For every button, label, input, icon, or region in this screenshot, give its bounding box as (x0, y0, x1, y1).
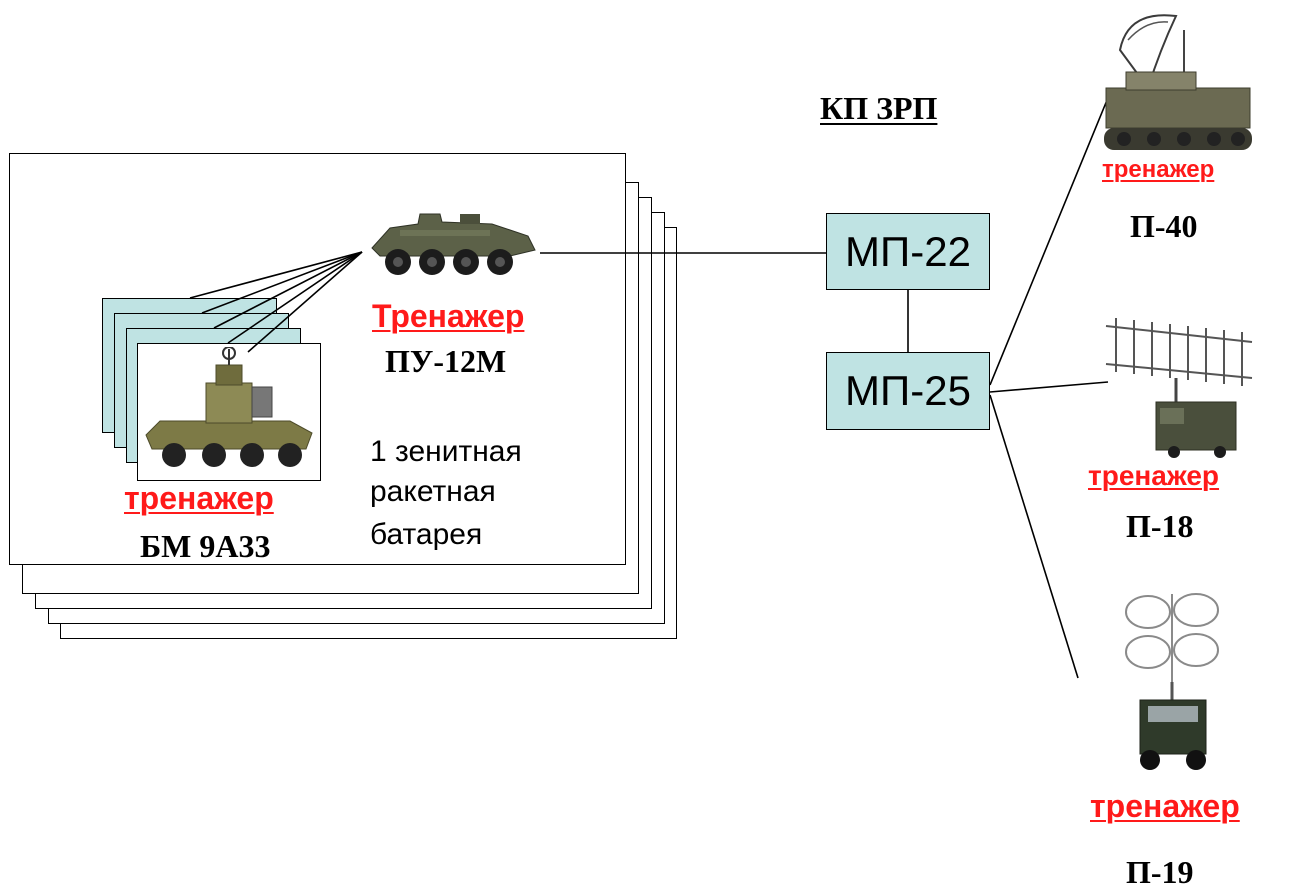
radar-p40-trainer-label: тренажер (1102, 156, 1215, 183)
radar-p19-icon (1125, 593, 1219, 770)
launcher-vehicle-icon (371, 213, 536, 275)
combat-vehicle-trainer-label: тренажер (124, 480, 274, 516)
link-mp25-p40 (989, 87, 1113, 386)
command-post-title: КП ЗРП (820, 90, 938, 126)
node-mp25: МП-25 (826, 352, 990, 430)
battery-note-line-1: 1 зенитная (370, 435, 522, 468)
launcher-name: ПУ-12М (385, 343, 507, 379)
link-vehicle-4 (227, 251, 363, 344)
radar-p19-name: П-19 (1126, 854, 1194, 890)
link-mp25-p18 (989, 381, 1109, 393)
combat-vehicle-name: БМ 9А33 (140, 528, 271, 564)
radar-p18-name: П-18 (1126, 508, 1194, 544)
radar-p40-icon (1104, 14, 1252, 150)
link-vehicle-1 (189, 251, 363, 299)
battery-note-line-3: батарея (370, 518, 483, 551)
radar-p18-icon (1105, 318, 1253, 458)
node-mp22: МП-22 (826, 213, 990, 290)
radar-p18-trainer-label: тренажер (1088, 460, 1220, 491)
link-vehicle-5 (247, 251, 363, 353)
battery-note-line-2: ракетная (370, 475, 496, 508)
link-mp25-p19 (989, 394, 1079, 679)
combat-vehicle-icon (145, 347, 313, 467)
link-vehicle-2 (201, 251, 363, 314)
radar-p19-trainer-label: тренажер (1090, 788, 1240, 824)
launcher-trainer-label: Тренажер (372, 298, 525, 334)
radar-p40-name: П-40 (1130, 208, 1198, 244)
link-vehicle-3 (213, 251, 363, 329)
